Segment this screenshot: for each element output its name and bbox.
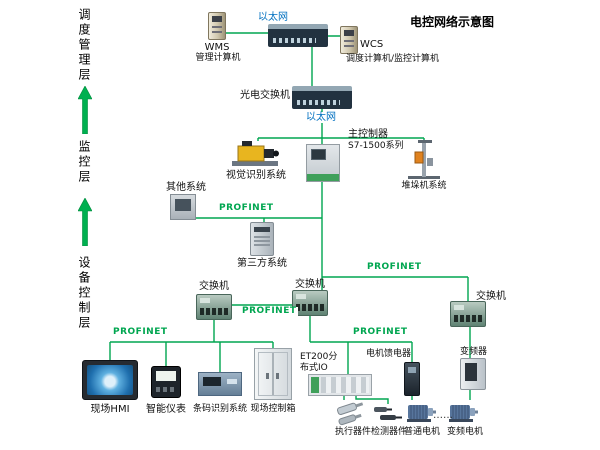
diagram-title: 电控网络示意图 — [410, 15, 495, 29]
switch-left-label: 交换机 — [199, 281, 229, 292]
wcs-title: WCS — [360, 39, 384, 50]
actuator-icon — [337, 402, 364, 426]
vision-label: 视觉识别系统 — [226, 170, 286, 181]
wms-title: WMS — [204, 42, 230, 53]
wcs-server-icon — [340, 26, 358, 54]
control-box-label: 现场控制箱 — [250, 404, 296, 414]
plc-title: 主控制器 — [348, 129, 388, 140]
third-party-label: 第三方系统 — [237, 258, 287, 269]
profinet-label-other: PROFINET — [218, 203, 275, 214]
core-switch-icon — [268, 24, 328, 47]
layer-label-monitor: 监控层 — [77, 140, 91, 185]
hmi-label: 现场HMI — [90, 404, 130, 415]
smart-meter-icon — [151, 366, 181, 398]
et200-label: ET200分布式IO — [300, 352, 338, 374]
wcs-subtitle: 调度计算机/监控计算机 — [346, 54, 440, 64]
stacker-crane-icon — [408, 140, 440, 179]
vfd-motor-label: 变频电机 — [446, 427, 483, 437]
vfd-motor-icon — [449, 405, 478, 422]
motor-icon — [407, 405, 436, 422]
profinet-label-right: PROFINET — [366, 262, 423, 273]
wms-subtitle: 管理计算机 — [195, 53, 241, 63]
profinet-label-left-bus: PROFINET — [112, 327, 169, 338]
ethernet-label-mid: 以太网 — [304, 112, 338, 123]
plc-subtitle: S7-1500系列 — [348, 141, 404, 151]
layer-label-dispatch: 调度管理层 — [77, 8, 91, 83]
stacker-label: 堆垛机系统 — [401, 181, 447, 191]
motor-label: 普通电机 — [403, 427, 440, 437]
feeder-label: 电机馈电器 — [366, 349, 412, 359]
layer-label-device-control: 设备控制层 — [77, 256, 91, 331]
hmi-panel-icon — [82, 360, 138, 400]
wms-server-icon — [208, 12, 226, 40]
vfd-label: 变频器 — [460, 347, 488, 357]
more-devices-ellipsis: …… — [433, 410, 453, 421]
other-system-icon — [170, 194, 196, 220]
vfd-icon — [460, 358, 486, 390]
barcode-scanner-icon — [198, 372, 242, 396]
third-party-icon — [250, 222, 274, 256]
sensor-label: 检测器件 — [370, 427, 407, 437]
sensor-icon — [374, 407, 402, 420]
vision-camera-icon — [232, 141, 279, 166]
up-arrow-icon — [78, 198, 92, 246]
switch-right-icon — [450, 301, 486, 327]
et200-io-icon — [308, 374, 372, 396]
barcode-label: 条码识别系统 — [192, 404, 247, 414]
motor-feeder-icon — [404, 362, 420, 396]
meter-label: 智能仪表 — [146, 404, 186, 415]
plc-icon — [306, 144, 340, 182]
profinet-label-switchlink: PROFINET — [241, 306, 298, 317]
switch-left-icon — [196, 294, 232, 320]
switch-mid-icon — [292, 290, 328, 316]
optical-switch-icon — [292, 86, 352, 109]
other-system-label: 其他系统 — [166, 182, 206, 193]
switch-right-label: 交换机 — [476, 291, 506, 302]
actuator-label: 执行器件 — [334, 427, 371, 437]
control-cabinet-icon — [254, 348, 292, 400]
up-arrow-icon — [78, 86, 92, 134]
profinet-label-mid-bus: PROFINET — [352, 327, 409, 338]
switch-mid-label: 交换机 — [295, 279, 325, 290]
optical-switch-label: 光电交换机 — [240, 90, 290, 101]
ethernet-label-top: 以太网 — [256, 12, 290, 23]
